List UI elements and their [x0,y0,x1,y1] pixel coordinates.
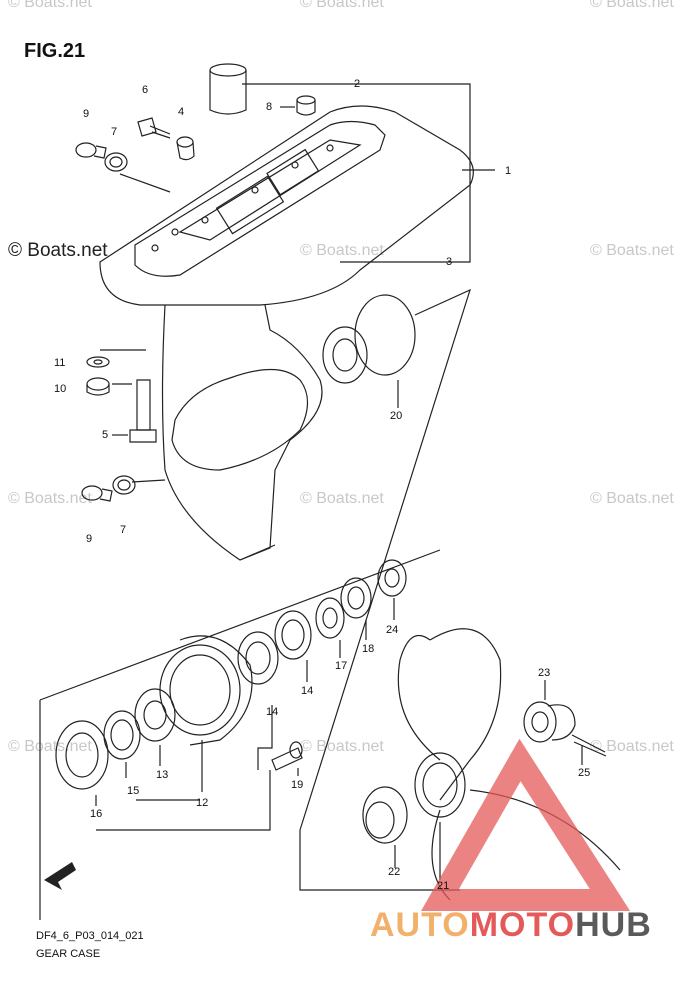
part-19 [271,747,303,771]
part-13 [134,688,176,742]
callout-23: 23 [538,667,551,679]
callout-19: 19 [291,779,304,791]
callout-15: 15 [127,785,140,797]
callout-18: 18 [362,643,375,655]
callout-17: 17 [335,660,348,672]
oring [354,294,416,376]
part-18 [340,577,372,619]
figure-title: FIG.21 [24,40,86,62]
watermark: © Boats.net [300,490,384,507]
callout-22: 22 [388,866,401,878]
gear-case-housing [99,105,474,306]
callout-9: 9 [83,108,90,120]
callout-20: 20 [390,410,403,422]
part-8 [296,95,316,105]
callout-14b: 14 [301,685,314,697]
part-11 [86,356,110,368]
watermark: © Boats.net [8,0,92,11]
callout-16: 16 [90,808,103,820]
callout-21: 21 [437,880,450,892]
part-15 [103,710,141,760]
gear-case-deck [134,120,386,277]
logo-triangle [421,738,631,911]
fwd-arrow-icon [44,862,76,890]
part-20 [322,326,368,384]
callout-2: 2 [354,78,361,90]
callout-4: 4 [178,106,185,118]
watermark: © Boats.net [590,738,674,755]
part-21 [414,752,466,818]
watermark: © Boats.net [8,738,92,755]
callout-25: 25 [578,767,591,779]
brand-part-1: AUTO [370,906,470,944]
part-4 [176,136,194,148]
callout-1: 1 [505,165,512,177]
part-14 [237,631,279,685]
part-5 [136,379,151,431]
part-2 [209,63,247,77]
callout-5: 5 [102,429,109,441]
gear-case-leg [161,304,323,561]
part-17 [315,597,345,639]
callout-7b: 7 [120,524,127,536]
watermark: © Boats.net [590,242,674,259]
part-14b [274,610,312,660]
gear-housing-bulb [171,368,309,471]
callout-13: 13 [156,769,169,781]
callout-24: 24 [386,624,399,636]
drawing-title: GEAR CASE [36,948,101,960]
part-12 [159,644,241,736]
callout-6: 6 [142,84,149,96]
part-9b [81,485,103,501]
callout-12: 12 [196,797,209,809]
watermark: © Boats.net [590,490,674,507]
part-22 [362,786,408,844]
watermark: © Boats.net [590,0,674,11]
part-25 [571,734,607,757]
callout-7: 7 [111,126,118,138]
part-9 [75,142,97,158]
part-24 [377,559,407,597]
watermark: © Boats.net [300,738,384,755]
callout-14: 14 [266,706,279,718]
watermark-strong: © Boats.net [8,240,108,261]
part-16 [55,720,109,790]
callout-10: 10 [54,383,67,395]
brand-logo: AUTOMOTOHUB [370,906,652,945]
part-7 [104,152,128,172]
part-10 [86,377,110,391]
part-6 [137,117,157,137]
part-23 [523,701,557,743]
watermark: © Boats.net [300,242,384,259]
callout-9b: 9 [86,533,93,545]
part-7b [112,475,136,495]
watermark: © Boats.net [8,490,92,507]
watermark: © Boats.net [300,0,384,11]
propeller-blade [429,628,502,801]
drawing-code: DF4_6_P03_014_021 [36,930,144,942]
callout-11: 11 [54,357,66,369]
callout-8: 8 [266,101,273,113]
brand-part-3: HUB [575,906,652,944]
callout-3: 3 [446,256,453,268]
brand-part-2: MOTO [469,906,576,944]
